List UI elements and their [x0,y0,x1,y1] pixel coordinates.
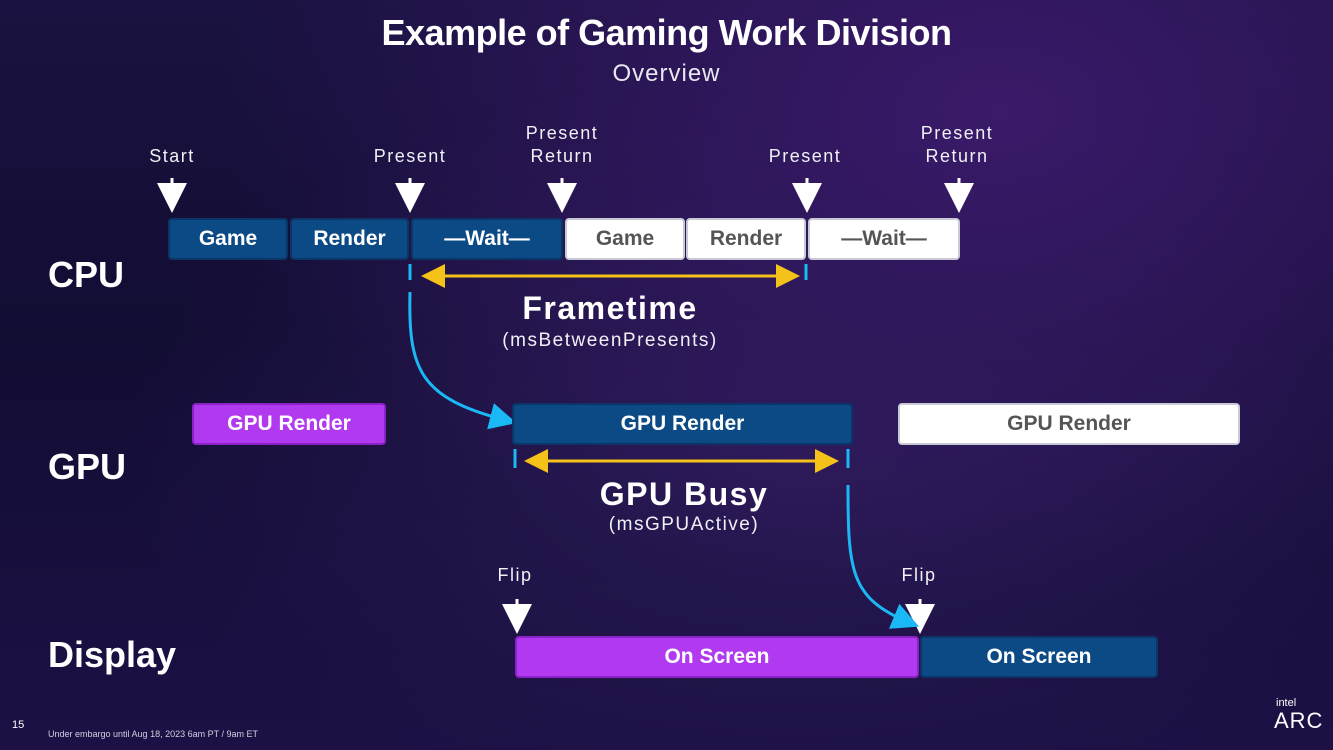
page-number: 15 [12,719,25,731]
display-box-on-screen-1: On Screen [515,636,919,678]
gpu-box-render-next: GPU Render [898,403,1240,445]
marker-present-1: Present [373,146,447,166]
cpu-box-wait-1: —Wait— [411,218,563,260]
gpu-box-render-current: GPU Render [512,403,853,445]
row-label-display: Display [48,634,177,675]
marker-start: Start [149,146,195,166]
gpu-to-flip-curve [846,484,920,629]
display-box-on-screen-2: On Screen [920,636,1158,678]
brand-logo: ARC [1274,708,1324,733]
marker-flip-1: Flip [497,565,533,585]
frametime-sublabel: (msBetweenPresents) [502,330,718,351]
row-label-cpu: CPU [48,254,125,295]
cpu-box-wait-2: —Wait— [808,218,960,260]
page-title: Example of Gaming Work Division [381,12,952,53]
cpu-box-render-2: Render [686,218,806,260]
gpu-box-render-prev: GPU Render [192,403,386,445]
marker-flip-2: Flip [901,565,937,585]
brand-intel: intel [1276,697,1297,709]
marker-present-2: Present [768,146,842,166]
gpu-busy-label: GPU Busy [599,476,769,512]
page-subtitle: Overview [612,60,721,87]
cpu-box-game-1: Game [168,218,288,260]
gpu-busy-sublabel: (msGPUActive) [608,514,760,535]
cpu-box-render-1: Render [290,218,409,260]
embargo-notice: Under embargo until Aug 18, 2023 6am PT … [48,729,258,739]
cpu-box-game-2: Game [565,218,685,260]
row-label-gpu: GPU [48,446,127,487]
present-to-gpu-curve [408,291,517,430]
frametime-label: Frametime [522,290,698,326]
